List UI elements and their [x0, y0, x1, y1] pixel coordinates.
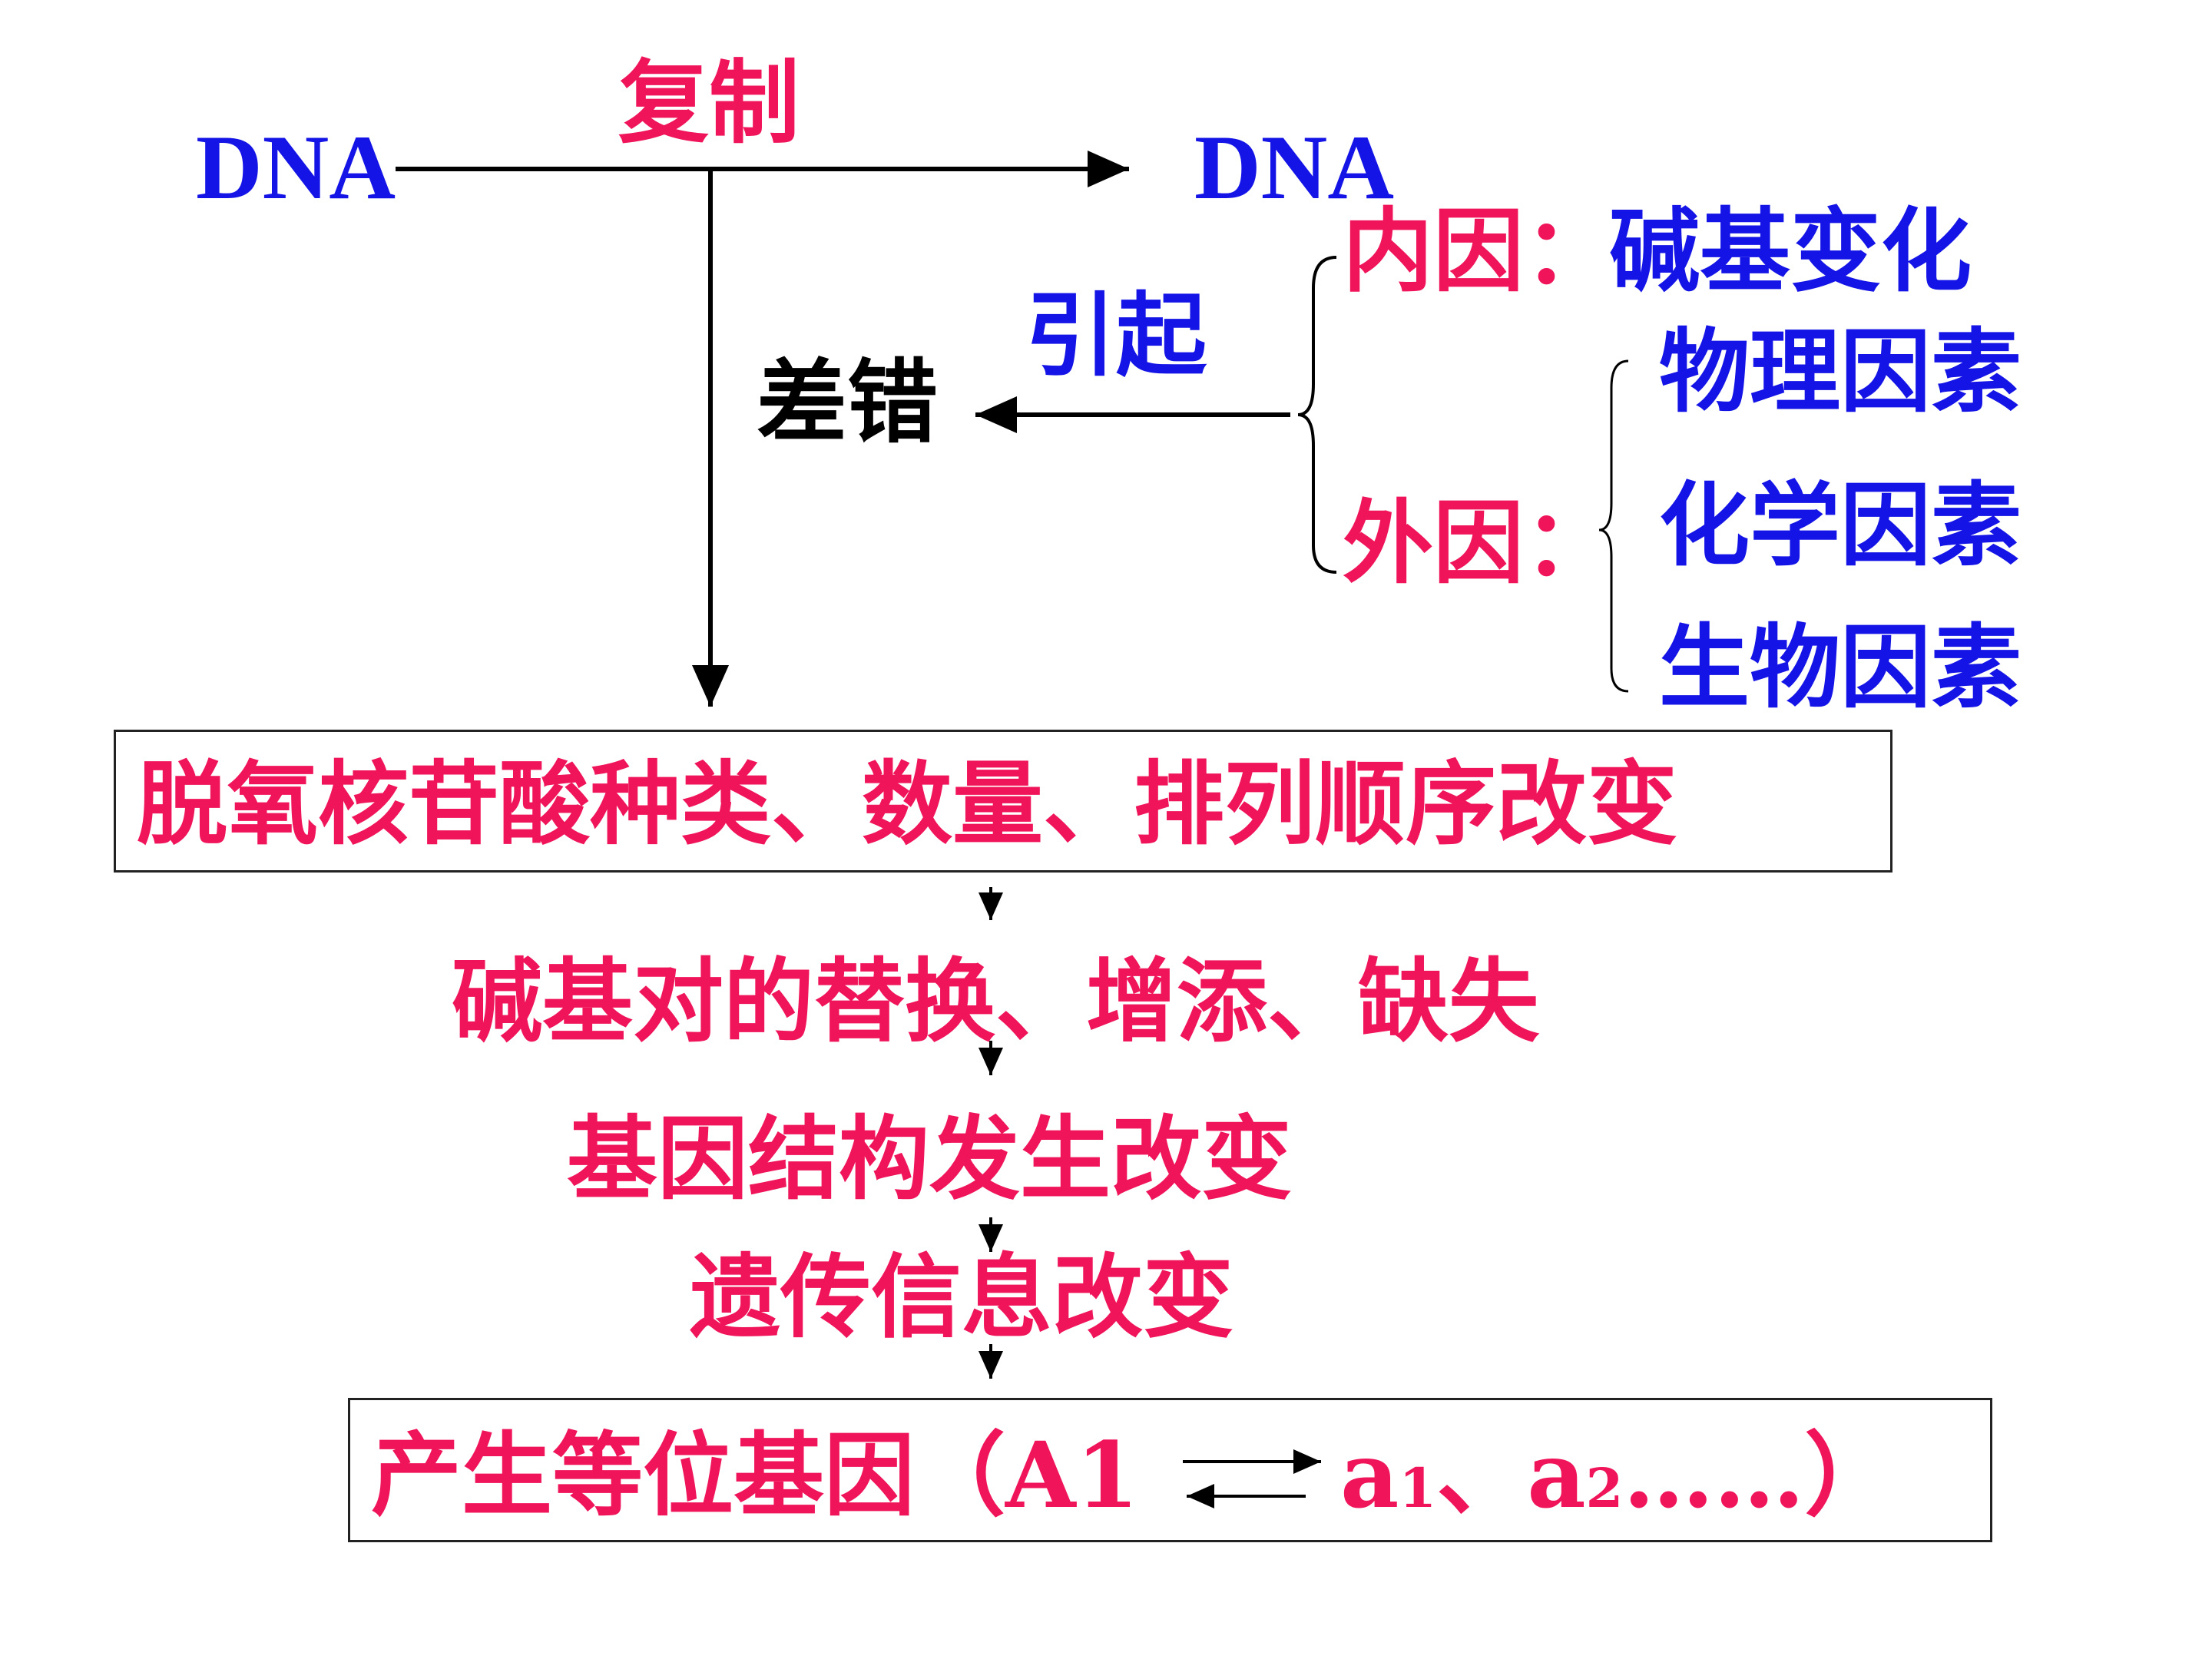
internal-value: 碱基变化 [1609, 197, 1972, 304]
dna-left: DNA [196, 116, 396, 218]
external-item-chemical: 化学因素 [1659, 472, 2022, 578]
cause-brace [1297, 256, 1337, 574]
allele-a-subscript: 1 [1075, 1422, 1139, 1528]
chain-step-3: 基因结构发生改变 [567, 1105, 1293, 1212]
error-label: 差错 [757, 349, 939, 455]
external-label: 外因： [1343, 489, 1615, 596]
external-brace [1598, 359, 1629, 693]
replication-label: 复制 [618, 49, 800, 156]
internal-label: 内因： [1343, 197, 1615, 304]
chain-step-1: 脱氧核苷酸种类、数量、排列顺序改变 [137, 750, 1678, 857]
chain-step-4: 遗传信息改变 [690, 1243, 1234, 1350]
allele-a2-subscript: 2 [1585, 1456, 1624, 1520]
cause-verb: 引起 [1025, 282, 1207, 389]
dna-right: DNA [1194, 116, 1394, 218]
allele-box [348, 1398, 1992, 1542]
allele-a1-subscript: 1 [1399, 1456, 1437, 1520]
nucleotide-box [114, 730, 1892, 873]
external-item-physical: 物理因素 [1659, 318, 2022, 425]
allele-suffix: a1、a2……） [1340, 1422, 1896, 1528]
chain-step-2: 碱基对的替换、增添、缺失 [452, 948, 1540, 1055]
allele-prefix: 产生等位基因（A1 [371, 1422, 1139, 1528]
external-item-biological: 生物因素 [1659, 614, 2022, 720]
